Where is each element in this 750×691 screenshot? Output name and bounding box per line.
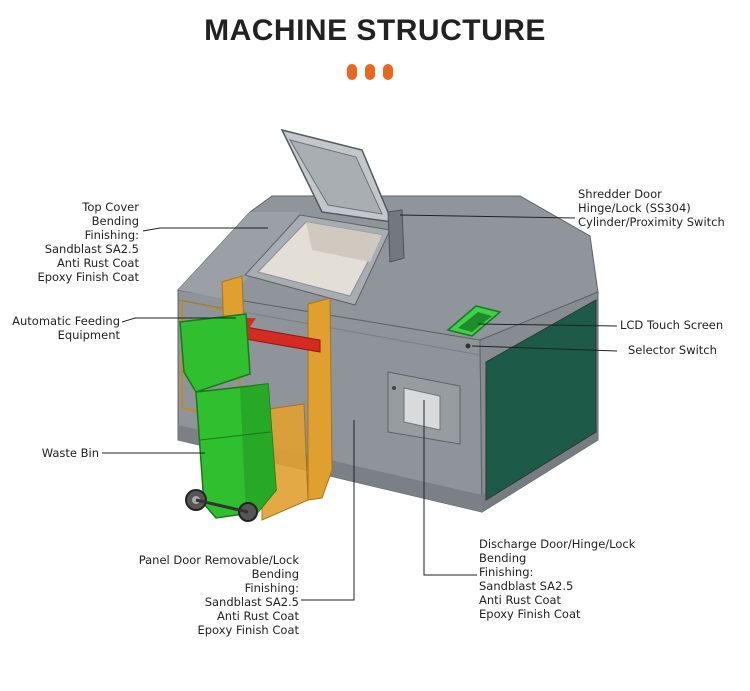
leader-lines: [102, 214, 618, 601]
accent-dot-3: [383, 64, 393, 80]
label-line: Epoxy Finish Coat: [37, 270, 139, 284]
label-line: Sandblast SA2.5: [44, 242, 139, 256]
label-waste-bin: Waste Bin: [42, 446, 99, 460]
label-line: Sandblast SA2.5: [204, 595, 299, 609]
label-selector-switch: Selector Switch: [628, 343, 717, 357]
title-decoration-dots: [345, 64, 405, 82]
label-automatic-feeding: Automatic Feeding Equipment: [12, 314, 120, 342]
machine-side-panel: [485, 299, 597, 501]
label-line: Finishing:: [479, 565, 534, 579]
machine-top-ridge: [178, 212, 300, 300]
label-line: Epoxy Finish Coat: [479, 607, 581, 621]
label-line: Bending: [251, 567, 299, 581]
label-panel-door: Panel Door Removable/Lock Bending Finish…: [139, 553, 299, 637]
label-line: Discharge Door/Hinge/Lock: [479, 537, 636, 551]
label-line: Sandblast SA2.5: [479, 579, 574, 593]
label-line: Anti Rust Coat: [56, 256, 139, 270]
page-title: MACHINE STRUCTURE: [204, 14, 546, 47]
accent-dot-2: [365, 64, 375, 80]
shredder-door-lid-inner: [288, 139, 383, 215]
label-top-cover: Top Cover Bending Finishing: Sandblast S…: [37, 200, 139, 284]
selector-switch: [465, 343, 471, 349]
label-line: Hinge/Lock (SS304): [578, 201, 691, 215]
label-shredder-door: Shredder Door Hinge/Lock (SS304) Cylinde…: [578, 187, 725, 229]
label-line: Finishing:: [84, 228, 139, 242]
label-line: Epoxy Finish Coat: [197, 623, 299, 637]
label-line: Waste Bin: [41, 446, 99, 460]
label-lcd-touch-screen: LCD Touch Screen: [620, 318, 723, 332]
label-line: Top Cover: [82, 200, 139, 214]
lcd-touch-screen-inner: [458, 312, 492, 332]
accent-dot-1: [347, 64, 357, 80]
label-discharge-door: Discharge Door/Hinge/Lock Bending Finish…: [479, 537, 635, 621]
label-line: Selector Switch: [628, 343, 717, 357]
feeder-post-right: [307, 297, 333, 501]
waste-bin-lid: [179, 313, 251, 393]
hopper-inner-shadow: [306, 222, 382, 262]
label-line: Anti Rust Coat: [479, 593, 562, 607]
discharge-window: [403, 387, 441, 431]
label-line: Bending: [479, 551, 527, 565]
waste-bin-body-shade: [240, 384, 276, 514]
label-line: Automatic Feeding: [12, 314, 120, 328]
label-line: Anti Rust Coat: [216, 609, 299, 623]
label-line: Shredder Door: [578, 187, 662, 201]
label-line: Cylinder/Proximity Switch: [578, 215, 725, 229]
label-line: Equipment: [57, 328, 120, 342]
label-line: Bending: [91, 214, 139, 228]
label-line: Panel Door Removable/Lock: [138, 553, 299, 567]
shredder-hinge-block: [387, 209, 405, 263]
label-line: Finishing:: [244, 581, 299, 595]
label-line: LCD Touch Screen: [620, 318, 724, 332]
